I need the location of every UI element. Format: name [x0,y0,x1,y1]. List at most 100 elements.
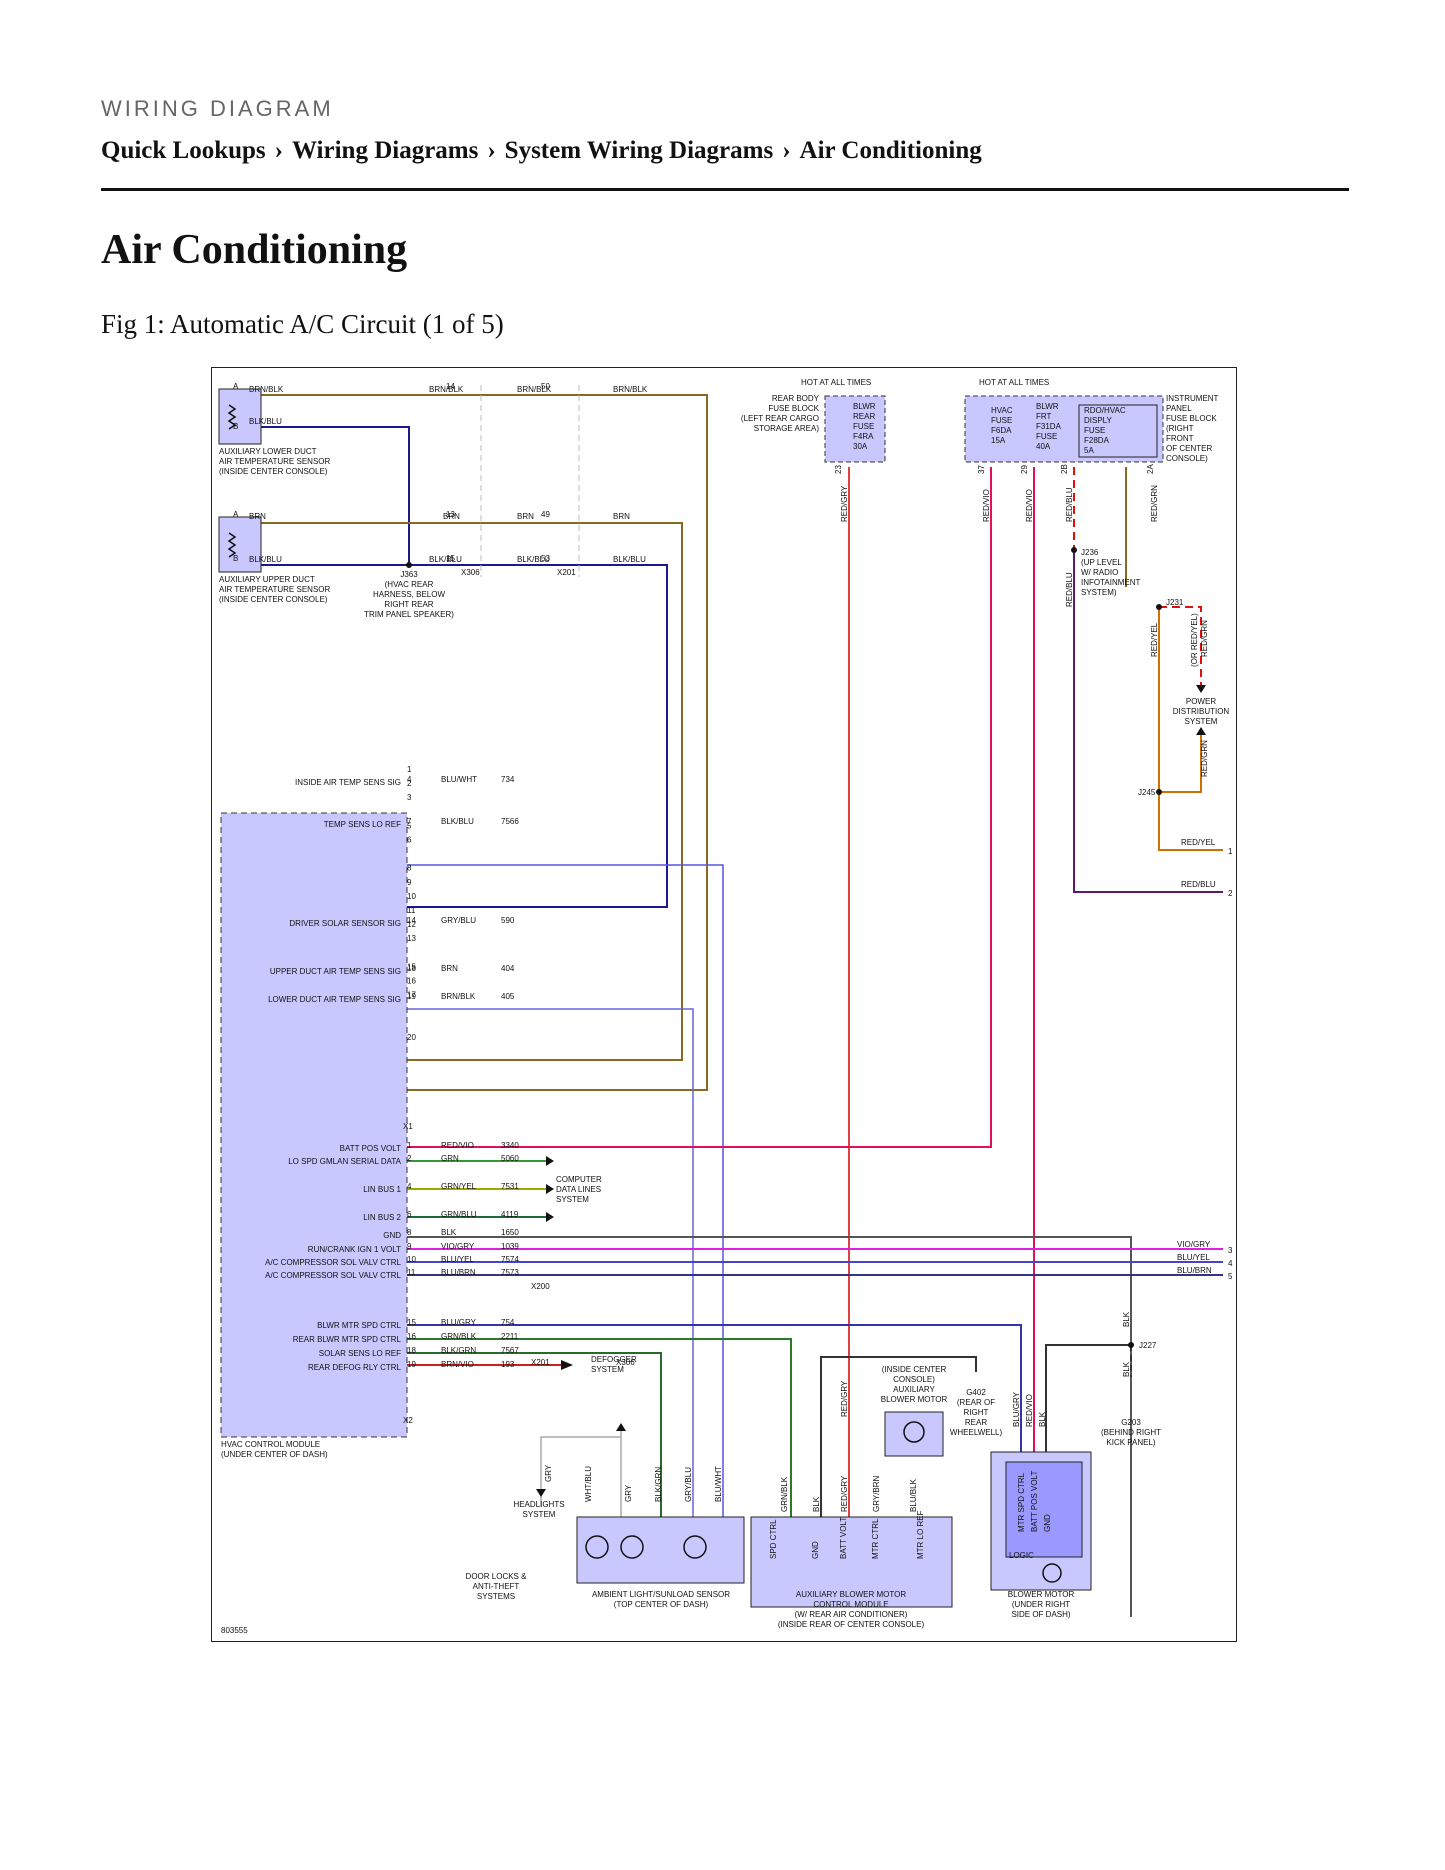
wire-label: BRN [517,512,534,521]
breadcrumb-wiring-diagrams[interactable]: Wiring Diagrams [292,137,479,164]
hvac-pin-number: 19 [407,992,416,1001]
wire-label: BLK [812,1496,821,1512]
wire-color-label: GRY/BLU [441,916,476,925]
hvac-signal-label: GND [383,1231,401,1240]
ip-fuse-block-label: FRONT [1166,434,1194,443]
ground-g402-label: RIGHT [964,1408,989,1417]
wire-label: BLU/BRN [1177,1266,1212,1275]
wire-label: (OR RED/YEL) [1190,613,1199,667]
wire-label: GRY/BRN [872,1475,881,1512]
svg-text:3: 3 [1228,1246,1233,1255]
blwr-rear-fuse-label: 30A [853,442,868,451]
wire-color-label: BRN [441,964,458,973]
blower-motor-label: SIDE OF DASH) [1011,1610,1070,1619]
connector-x201: X201 [531,1358,550,1367]
hvac-module-label: HVAC CONTROL MODULE [221,1440,320,1449]
wire-label: RED/GRN [1200,620,1209,657]
hvac-pin-number: 2 [407,779,412,788]
wire-label: RED/YEL [1150,622,1159,657]
hvac-fuse-label: FUSE [991,416,1012,425]
breadcrumb-quick-lookups[interactable]: Quick Lookups [101,137,266,164]
hvac-pin-number: 15 [407,962,416,971]
wire-label: BLK [1038,1411,1047,1427]
circuit-number: 7531 [501,1182,519,1191]
hvac-pin-number: 6 [407,1210,412,1219]
wire-label: BLU/YEL [1177,1253,1210,1262]
hvac-pin-number: 3 [407,793,412,802]
blower-pin-label: MTR SPD CTRL [1017,1472,1026,1532]
aux-module-pin-label: MTR LO REF [916,1510,925,1559]
ground-g203-label: KICK PANEL) [1106,1438,1156,1447]
computer-data-lines-label: DATA LINES [556,1185,601,1194]
hvac-signal-label: LO SPD GMLAN SERIAL DATA [288,1157,401,1166]
splice-j231: J231 [1166,598,1184,607]
page-kicker: WIRING DIAGRAM [101,96,334,121]
svg-text:14: 14 [446,382,455,391]
wire-color-label: GRN/BLU [441,1210,477,1219]
svg-text:53: 53 [541,554,550,563]
aux-module-pin-label: GND [811,1541,820,1559]
aux-lower-sensor-label: (INSIDE CENTER CONSOLE) [219,467,328,476]
svg-text:5: 5 [1228,1272,1233,1281]
breadcrumb-separator: › [782,137,791,164]
hvac-pin-number: 14 [407,916,416,925]
splice-j363-label: RIGHT REAR [384,600,433,609]
rdo-fuse-label: DISPLY [1084,416,1113,425]
connector-x2: X2 [403,1416,413,1425]
wire-label: RED/VIO [1025,1394,1034,1427]
rdo-fuse-label: FUSE [1084,426,1105,435]
door-locks-label: SYSTEMS [477,1592,515,1601]
circuit-number: 2211 [501,1332,519,1341]
circuit-number: 4119 [501,1210,519,1219]
ip-fuse-block-label: PANEL [1166,404,1192,413]
svg-text:37: 37 [977,465,986,474]
blwr-frt-fuse-label: F31DA [1036,422,1062,431]
circuit-number: 7566 [501,817,519,826]
rear-fuse-block-label: FUSE BLOCK [768,404,819,413]
hvac-signal-label: RUN/CRANK IGN 1 VOLT [308,1245,401,1254]
hvac-pin-number: 17 [407,991,416,1000]
hvac-signal-label: UPPER DUCT AIR TEMP SENS SIG [270,967,401,976]
splice-j363-label: (HVAC REAR [385,580,434,589]
aux-upper-sensor-label: AIR TEMPERATURE SENSOR [219,585,331,594]
aux-module-pin-label: SPD CTRL [769,1519,778,1559]
rdo-fuse-label: 5A [1084,446,1094,455]
wire-color-label: GRN/YEL [441,1182,477,1191]
rear-fuse-block-label: STORAGE AREA) [754,424,820,433]
wire-label: BLK/BLU [517,555,550,564]
aux-blower-module-label: AUXILIARY BLOWER MOTOR [796,1590,906,1599]
breadcrumb-system-wiring-diagrams[interactable]: System Wiring Diagrams [504,137,774,164]
hvac-pin-number: 16 [407,977,416,986]
wire-color-label: BLU/GRY [441,1318,477,1327]
circuit-number: 5060 [501,1154,519,1163]
ground-g402-label: G402 [966,1388,986,1397]
blwr-frt-fuse-label: FRT [1036,412,1052,421]
wire-label: RED/BLU [1065,487,1074,522]
ip-fuse-block-label: CONSOLE) [1166,454,1208,463]
aux-lower-sensor-label: AIR TEMPERATURE SENSOR [219,457,331,466]
rear-fuse-block-label: REAR BODY [772,394,820,403]
hvac-signal-label: TEMP SENS LO REF [324,820,401,829]
aux-blower-motor-label: BLOWER MOTOR [881,1395,948,1404]
wire-label: BRN [613,512,630,521]
aux-blower-module-label: (INSIDE REAR OF CENTER CONSOLE) [778,1620,925,1629]
svg-text:2B: 2B [1060,464,1069,474]
hvac-pin-number: 11 [407,906,416,915]
splice-j245: J245 [1138,788,1156,797]
wire-color-label: BLU/BRN [441,1268,476,1277]
wire-label: BLK [1122,1361,1131,1377]
hvac-pin-number: 6 [407,836,412,845]
headlights-label: HEADLIGHTS [513,1500,564,1509]
wire-label: BLU/BLK [909,1478,918,1512]
wire-color-label: GRN [441,1154,459,1163]
hvac-fuse-label: F6DA [991,426,1012,435]
svg-text:B: B [233,554,238,563]
circuit-number: 405 [501,992,515,1001]
connector-x1: X1 [403,1122,413,1131]
blwr-rear-fuse-label: BLWR [853,402,876,411]
circuit-number: 590 [501,916,515,925]
ground-g402-label: REAR [965,1418,987,1427]
hvac-pin-number: 10 [407,892,416,901]
aux-upper-sensor-label: AUXILIARY UPPER DUCT [219,575,315,584]
splice-j236-label: INFOTAINMENT [1081,578,1141,587]
